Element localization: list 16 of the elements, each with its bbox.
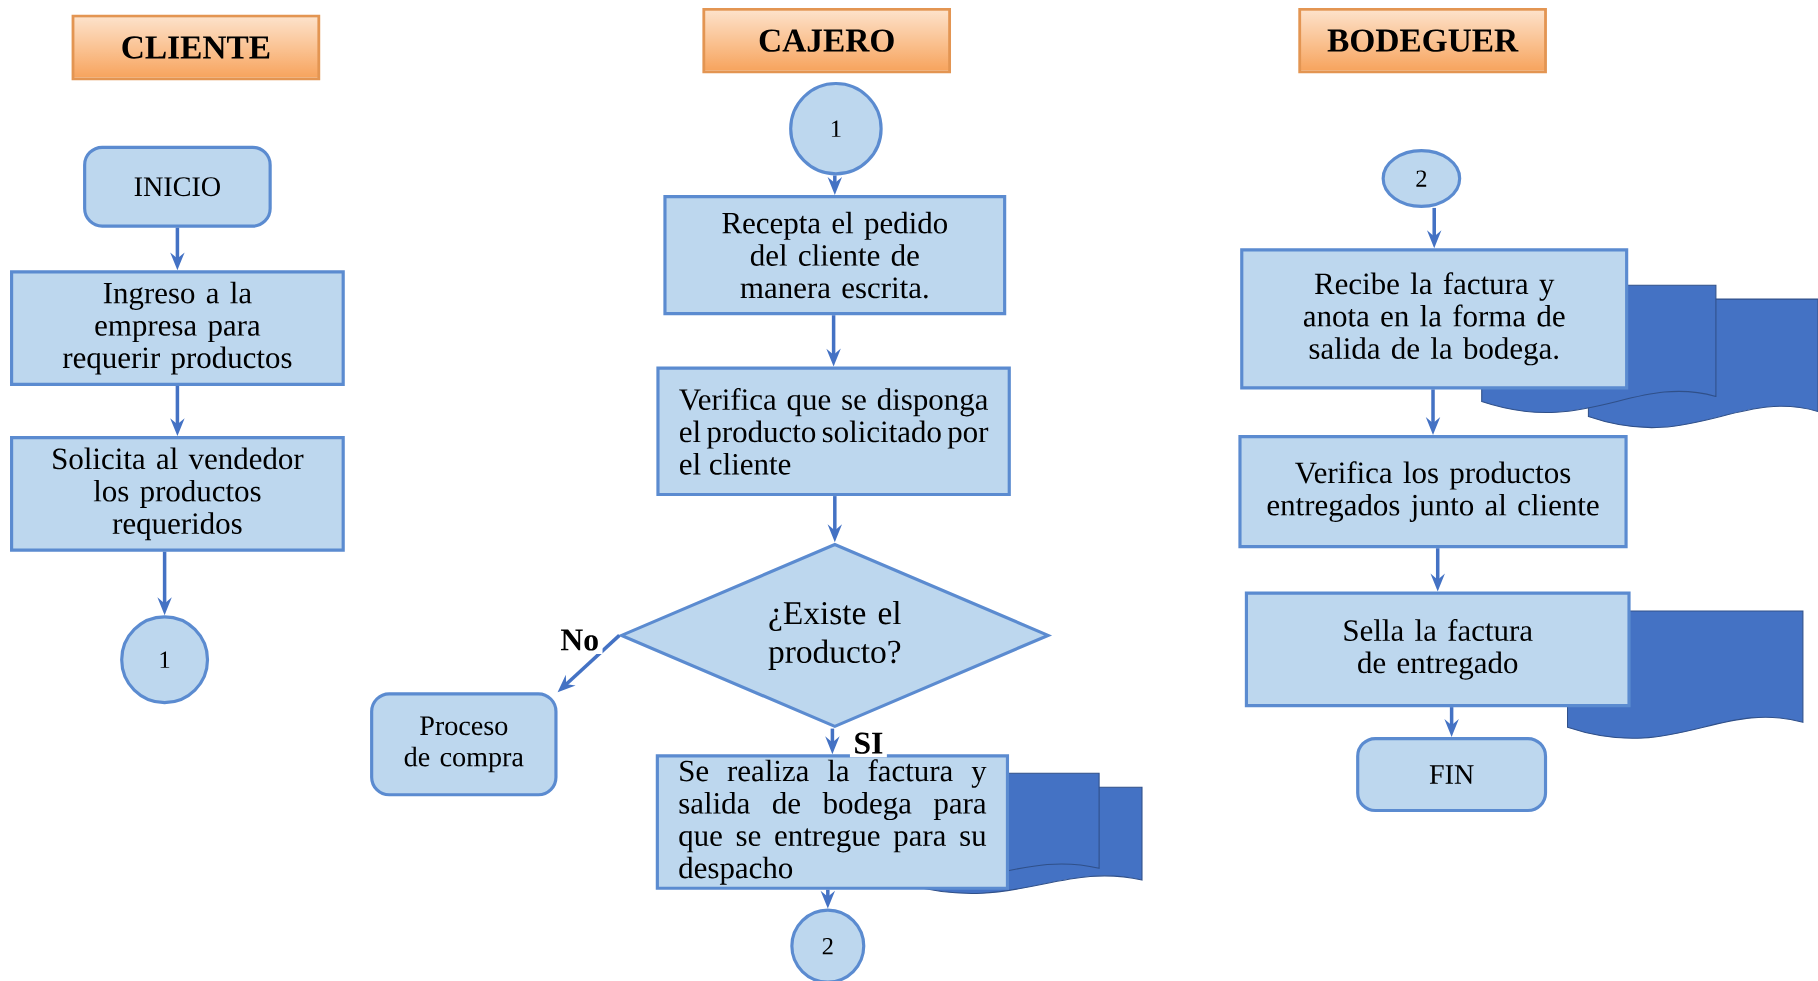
lane-header: CAJERO [702,7,951,74]
terminal-box: FIN [1356,736,1548,813]
process-box: Sella la factura de entregado [1244,591,1631,708]
lane-header: BODEGUER [1298,7,1547,74]
edge-label: SI [849,729,887,758]
process-box: Verifica los productos entregados junto al cliente [1238,435,1628,549]
process-box: Ingreso a la empresa para requerir productos [10,270,345,386]
process-box: Recibe la factura y anota en la forma de salida de la bodega. [1240,248,1629,390]
lane-header: CLIENTE [71,14,321,81]
process-box: Recepta el pedido del cliente de manera escrita. [663,194,1007,316]
terminal-box: INICIO [83,145,272,228]
edge-label: No [556,626,603,655]
process-box: Proceso de compra [370,692,558,797]
process-box: Verifica que se disponga el producto solicitado por el cliente [656,366,1011,497]
process-box: Solicita al vendedor los productos requeridos [10,436,345,552]
process-box: Se realiza la factura y salida de bodega para que se entregue para su despacho [655,754,1010,890]
